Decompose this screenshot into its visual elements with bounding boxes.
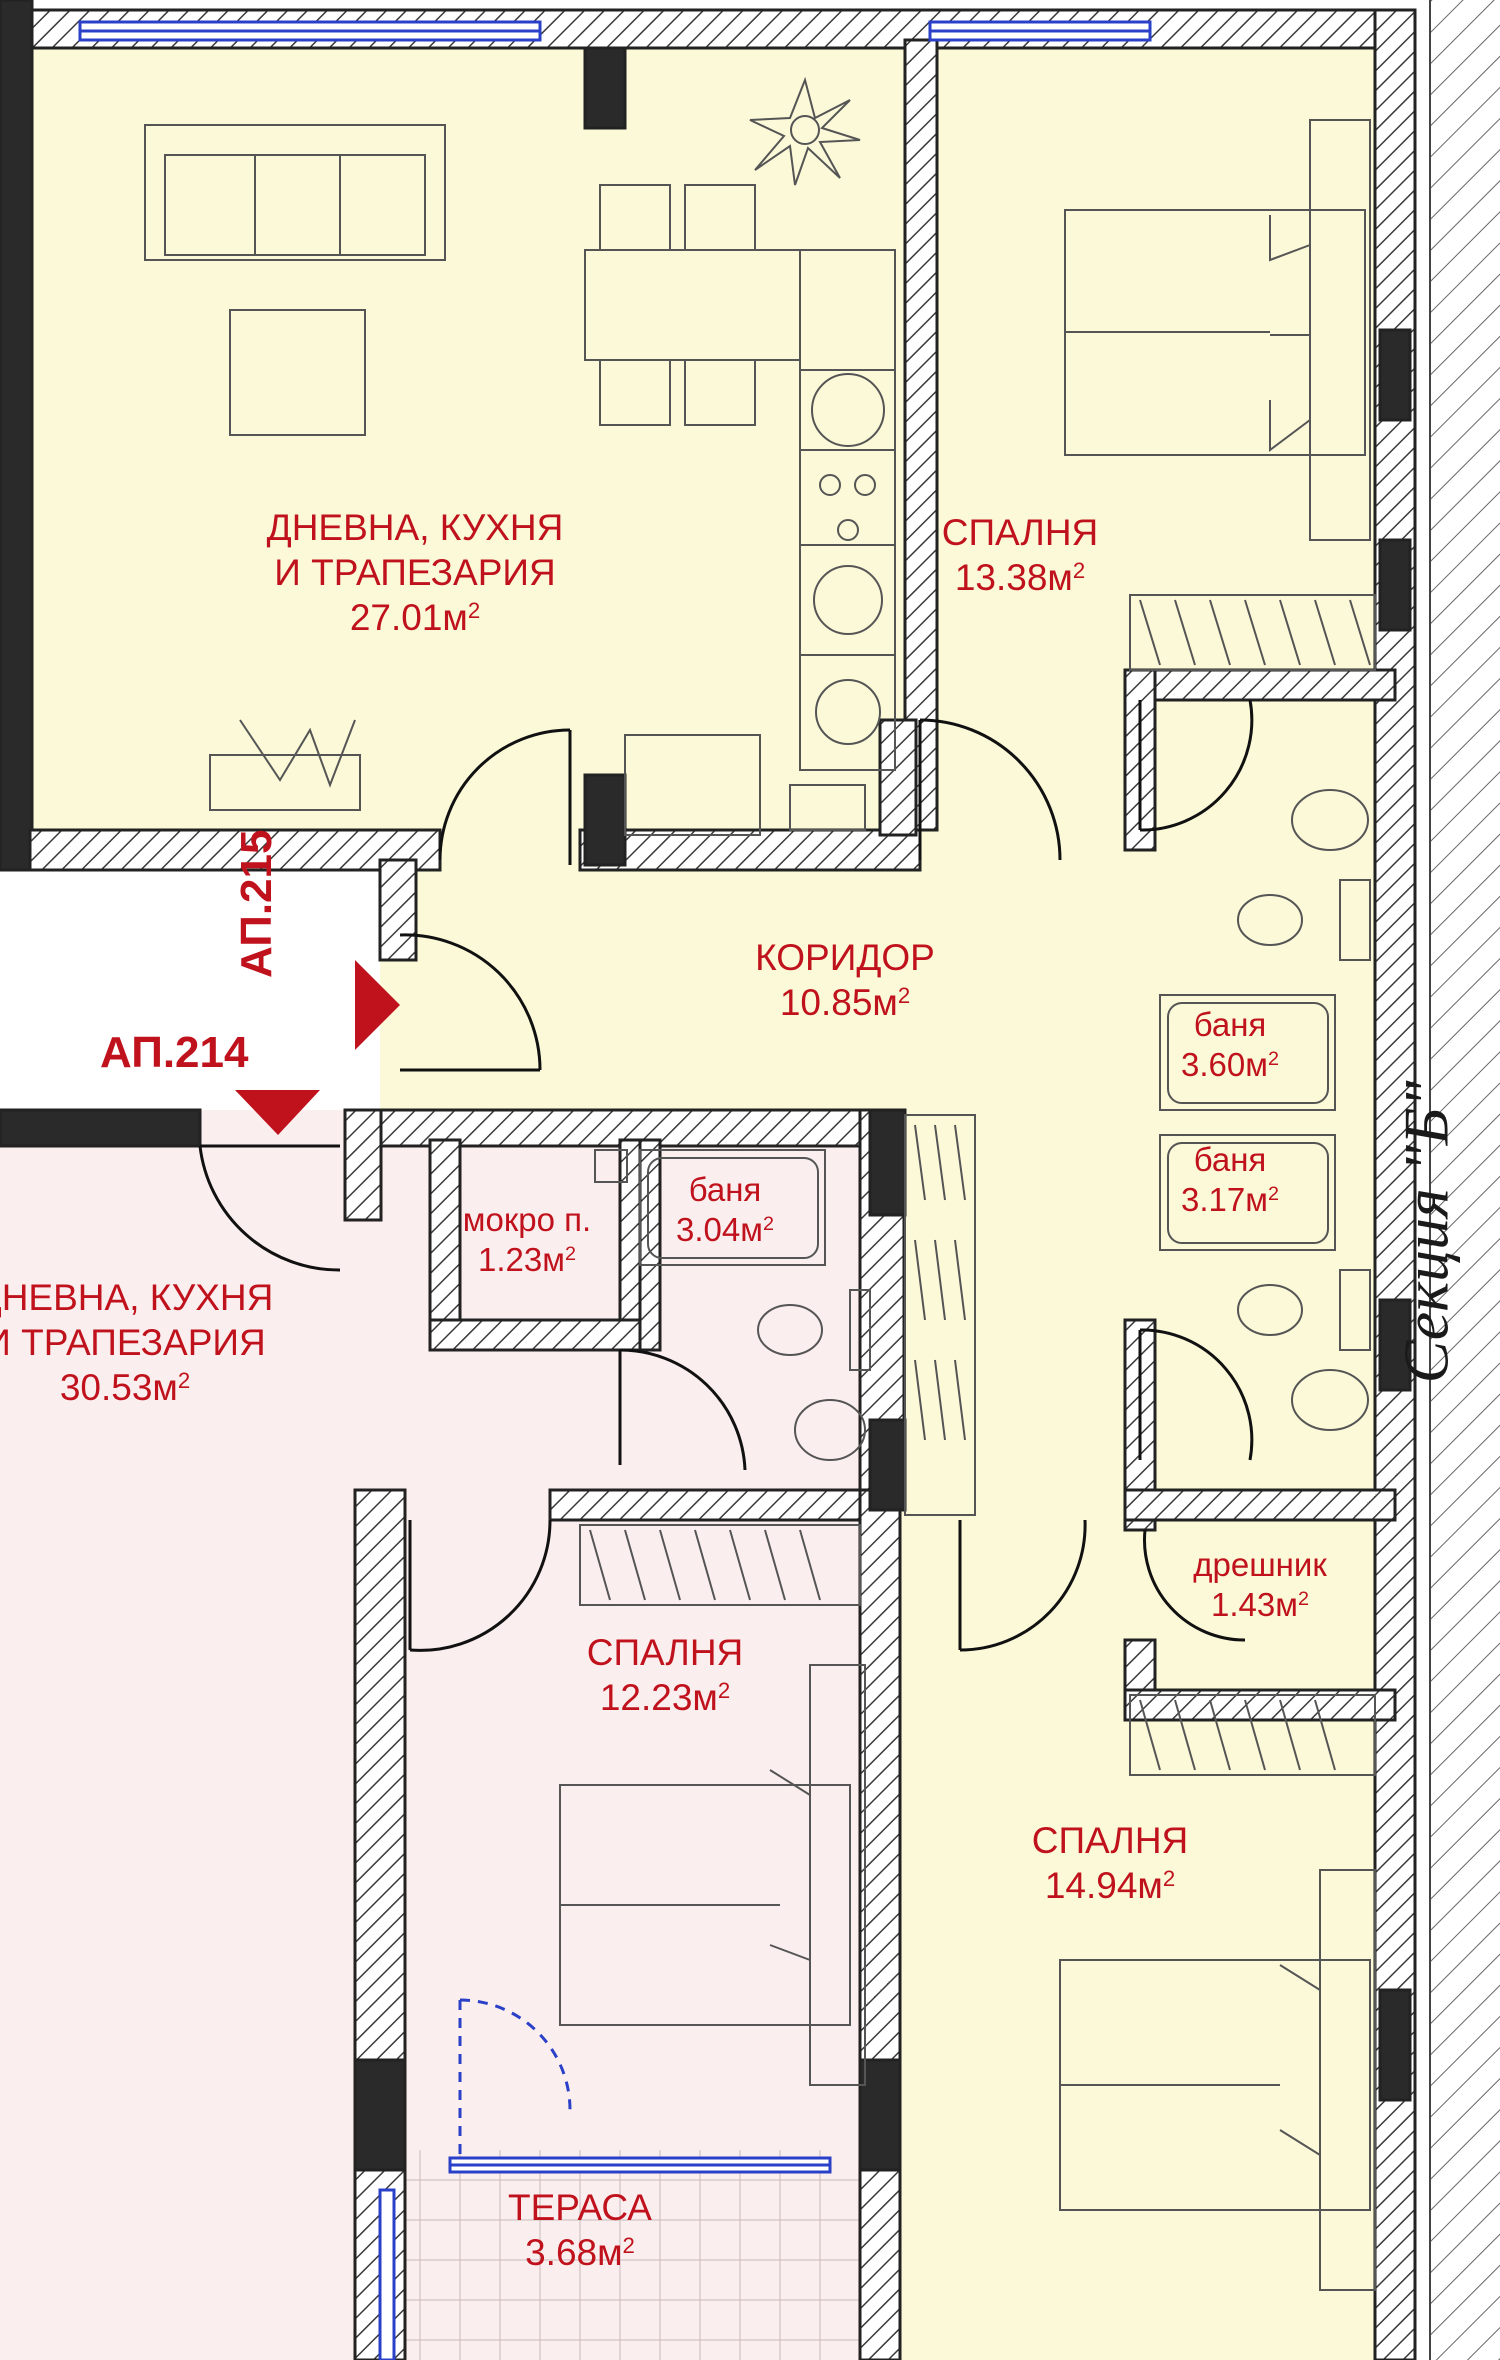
room-area: 13.38м2 — [954, 557, 1086, 599]
exterior-hatch — [1429, 0, 1500, 2360]
arrow-right-icon — [355, 960, 400, 1050]
room-name: И ТРАПЕЗАРИЯ — [274, 552, 556, 594]
table-icon — [209, 309, 366, 811]
room-area: 3.60м2 — [1181, 1046, 1279, 1084]
room-name: И ТРАПЕЗАРИЯ — [0, 1322, 266, 1364]
room-name: КОРИДОР — [755, 937, 935, 978]
room-area: 3.04м2 — [676, 1211, 774, 1249]
room-name: баня — [1193, 1006, 1267, 1043]
room-area: 12.23м2 — [599, 1677, 731, 1719]
room-area: 27.01м2 — [349, 597, 481, 639]
room-name: баня — [688, 1171, 762, 1208]
room-name: ДНЕВНА, КУХНЯ — [266, 507, 564, 548]
sofa-icon — [144, 124, 446, 261]
walls — [0, 0, 1417, 2360]
door-swing-icon — [198, 699, 1254, 2160]
wardrobe-icon — [579, 594, 1376, 1776]
bed-icon — [559, 119, 1376, 2291]
room-name: дрешник — [1193, 1546, 1327, 1583]
tv-icon — [239, 719, 356, 788]
room-area: 14.94м2 — [1044, 1865, 1176, 1907]
room-area: 30.53м2 — [59, 1367, 191, 1409]
room-name: мокро п. — [462, 1201, 592, 1238]
arrow-down-icon — [235, 1090, 320, 1135]
section-label: Секция "Б" — [1390, 1080, 1462, 1384]
bathtub-icon — [639, 994, 1336, 1266]
plant-icon — [749, 76, 861, 186]
room-area: 1.43м2 — [1211, 1586, 1309, 1624]
room-name: СПАЛНЯ — [941, 512, 1099, 553]
room-area: 3.17м2 — [1181, 1181, 1279, 1219]
room-name: баня — [1193, 1141, 1267, 1178]
stove-icon — [624, 249, 896, 836]
room-name: СПАЛНЯ — [586, 1632, 744, 1673]
toilet-icon — [757, 879, 1371, 1371]
room-name: СПАЛНЯ — [1031, 1820, 1189, 1861]
sink-icon — [594, 789, 1369, 1461]
window-icon — [78, 20, 1152, 2360]
room-area: 10.85м2 — [779, 982, 911, 1024]
room-name: ТЕРАСА — [508, 2187, 652, 2228]
apartment-215-label: АП.215 — [232, 829, 281, 978]
room-label-wet-room: мокро п.1.23м2 — [463, 1200, 591, 1281]
apartment-214-label: АП.214 — [100, 1028, 249, 1077]
room-area: 3.68м2 — [525, 2232, 635, 2274]
room-name: ДНЕВНА, КУХНЯ — [0, 1277, 274, 1318]
room-area: 1.23м2 — [478, 1241, 576, 1279]
